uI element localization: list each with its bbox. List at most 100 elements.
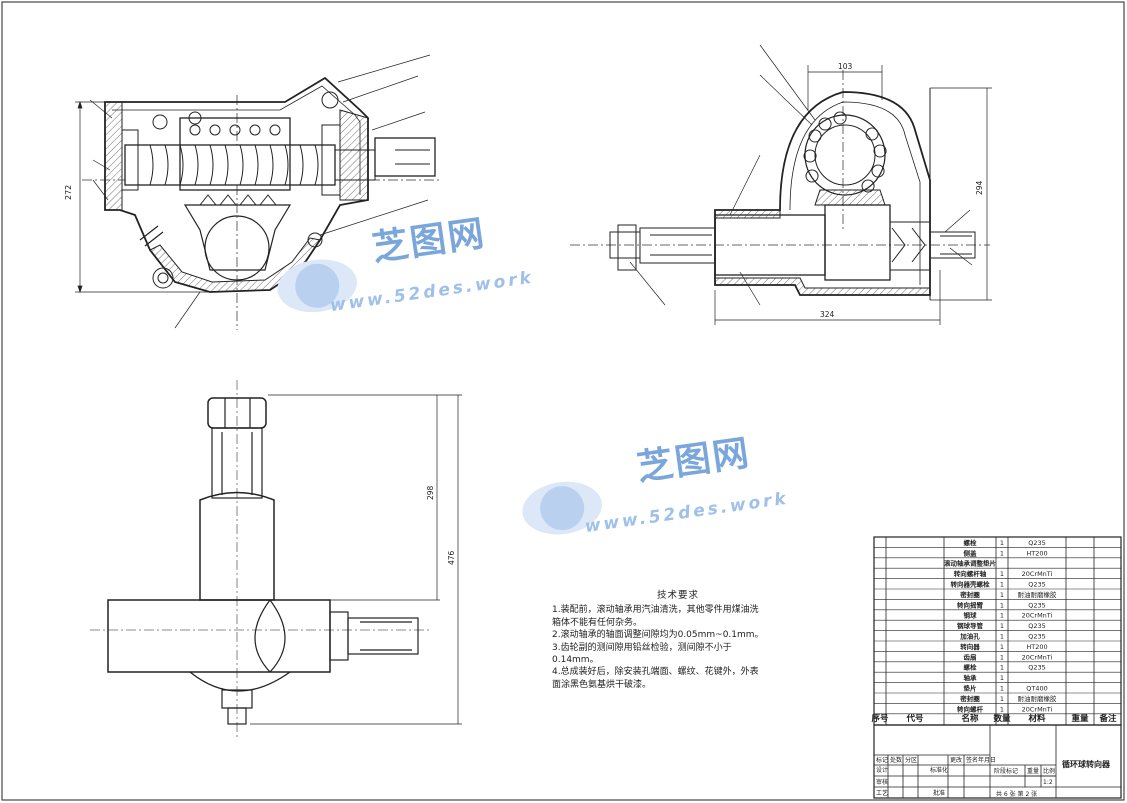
bom-cell-qty: 1: [1000, 674, 1004, 682]
drawing-name: 循环球转向器: [1061, 759, 1111, 769]
notes-line: 2.滚动轴承的轴面调整间隙均为0.05mm~0.1mm。: [552, 630, 764, 641]
watermark-globe-icon: [277, 259, 358, 313]
bom-cell-name: 钢球导管: [957, 621, 984, 630]
bom-cell-qty: 1: [1000, 591, 1004, 599]
bom-cell-material: Q235: [1028, 622, 1046, 630]
bom-cell-qty: 1: [1000, 601, 1004, 609]
bom-cell-name: 转向螺杆: [957, 704, 984, 713]
bom-cell-material: 20CrMnTi: [1022, 705, 1053, 713]
bom-cell-material: Q235: [1028, 581, 1046, 589]
title-block-r1-4: 签名: [966, 756, 978, 764]
title-block-r1-1: 处数: [890, 756, 902, 764]
watermark-globe-icon: [522, 481, 602, 535]
notes-line: 3.齿轮副的测间隙用铅丝检验，测间隙不小于: [552, 642, 732, 653]
bom-cell-qty: 1: [1000, 695, 1004, 703]
dim-298: 298: [426, 485, 435, 500]
title-block: [873, 724, 1122, 799]
bom-cell-name: 加油孔: [959, 632, 980, 641]
notes-title: 技术要求: [656, 590, 699, 601]
dimension-right: [714, 65, 992, 325]
bom-cell-material: Q235: [1028, 664, 1046, 672]
bom-cell-qty: 1: [1000, 643, 1004, 651]
bom-cell-name: 转向螺杆轴: [954, 569, 987, 578]
bom-header-qty: 数量: [993, 713, 1011, 724]
bom-header-code: 代号: [905, 713, 924, 724]
bom-cell-name: 密封圈: [960, 590, 980, 599]
weight-label: 重量: [1027, 767, 1039, 775]
bom-cell-name: 螺栓: [964, 538, 978, 547]
bom-cell-qty: 1: [1000, 612, 1004, 620]
title-block-r4-1: 批准: [933, 789, 945, 797]
bom-cell-qty: 1: [1000, 664, 1004, 672]
bom-cell-material: 耐油耐磨橡胶: [1018, 694, 1058, 703]
bom-cell-material: HT200: [1026, 643, 1047, 651]
dim-294: 294: [975, 180, 984, 195]
dim-324: 324: [820, 310, 835, 319]
bom-cell-name: 垫片: [964, 684, 977, 693]
title-block-r1-0: 标记: [876, 756, 888, 764]
title-block-r2-1: 标准化: [930, 766, 948, 774]
bom-cell-name: 钢球: [964, 611, 978, 620]
bom-cell-qty: 1: [1000, 685, 1004, 693]
scale-value: 1:2: [1043, 779, 1053, 786]
title-block-r1-2: 分区: [905, 756, 917, 764]
bom-cell-material: 20CrMnTi: [1022, 653, 1053, 661]
sheets-count: 共 6 张 第 2 张: [996, 790, 1037, 798]
bom-cell-name: 转向器壳螺栓: [951, 580, 991, 589]
section-view-left: [82, 54, 440, 330]
bom-cell-name: 转向摇臂: [957, 600, 984, 609]
watermark-top: 芝图网 www.52des.work: [274, 212, 535, 323]
bom-cell-name: 侧盖: [964, 548, 978, 557]
scale-label: 比例: [1043, 767, 1055, 775]
bom-cell-name: 轴承: [964, 673, 978, 682]
notes-line: 0.14mm。: [552, 655, 599, 666]
bom-header-remark: 备注: [1098, 713, 1117, 724]
bom-cell-qty: 1: [1000, 549, 1004, 557]
bom-cell-qty: 1: [1000, 653, 1004, 661]
bom-cell-name: 螺栓: [964, 663, 978, 672]
dim-476: 476: [447, 550, 456, 565]
dimension-left-height: [75, 100, 215, 294]
bom-cell-material: QT400: [1026, 685, 1048, 693]
bom-cell-qty: 1: [1000, 570, 1004, 578]
bom-header-weight: 重量: [1071, 713, 1089, 724]
bom-header-name: 名称: [961, 713, 979, 724]
title-block-r3-0: 审核: [876, 778, 888, 786]
watermark-middle: 芝图网 www.52des.work: [519, 433, 790, 544]
bom-cell-name: 齿扇: [964, 652, 977, 661]
stage-label: 阶段标记: [994, 767, 1018, 775]
bom-table: [873, 536, 1122, 726]
bom-cell-qty: 1: [1000, 633, 1004, 641]
notes-line: 4.总成装好后，除安装孔端面、螺纹、花键外，外表: [552, 667, 759, 678]
dim-272: 272: [64, 185, 73, 200]
bom-cell-material: 20CrMnTi: [1022, 612, 1053, 620]
front-view: [90, 380, 430, 740]
notes-line: 面涂黑色氨基烘干破漆。: [552, 679, 652, 690]
dim-103: 103: [838, 62, 853, 71]
bom-header-seq: 序号: [870, 713, 889, 724]
bom-header-material: 材料: [1027, 713, 1046, 724]
dimension-front: [250, 394, 462, 725]
title-block-r4-0: 工艺: [876, 789, 888, 797]
bom-cell-material: 耐油耐磨橡胶: [1018, 590, 1058, 599]
bom-cell-name: 密封圈: [960, 694, 980, 703]
bom-cell-name: 滚动轴承调整垫片: [944, 559, 996, 568]
bom-cell-material: Q235: [1028, 539, 1046, 547]
title-block-r2-0: 设计: [876, 766, 888, 774]
section-view-right: [570, 44, 990, 306]
technical-notes: 技术要求 1.装配前，滚动轴承用汽油清洗，其他零件用煤油洗 箱体不能有任何杂务。…: [552, 590, 804, 691]
bom-cell-material: Q235: [1028, 601, 1046, 609]
bom-cell-qty: 1: [1000, 622, 1004, 630]
title-block-r1-5: 年月日: [978, 756, 996, 764]
bom-cell-material: Q235: [1028, 633, 1046, 641]
bom-cell-qty: 1: [1000, 539, 1004, 547]
bom-cell-name: 转向器: [960, 642, 980, 651]
notes-line: 1.装配前，滚动轴承用汽油清洗，其他零件用煤油洗: [552, 605, 759, 616]
bom-cell-material: HT200: [1026, 549, 1047, 557]
notes-line: 箱体不能有任何杂务。: [552, 617, 643, 628]
bom-cell-material: 20CrMnTi: [1022, 570, 1053, 578]
bom-cell-qty: 1: [1000, 705, 1004, 713]
